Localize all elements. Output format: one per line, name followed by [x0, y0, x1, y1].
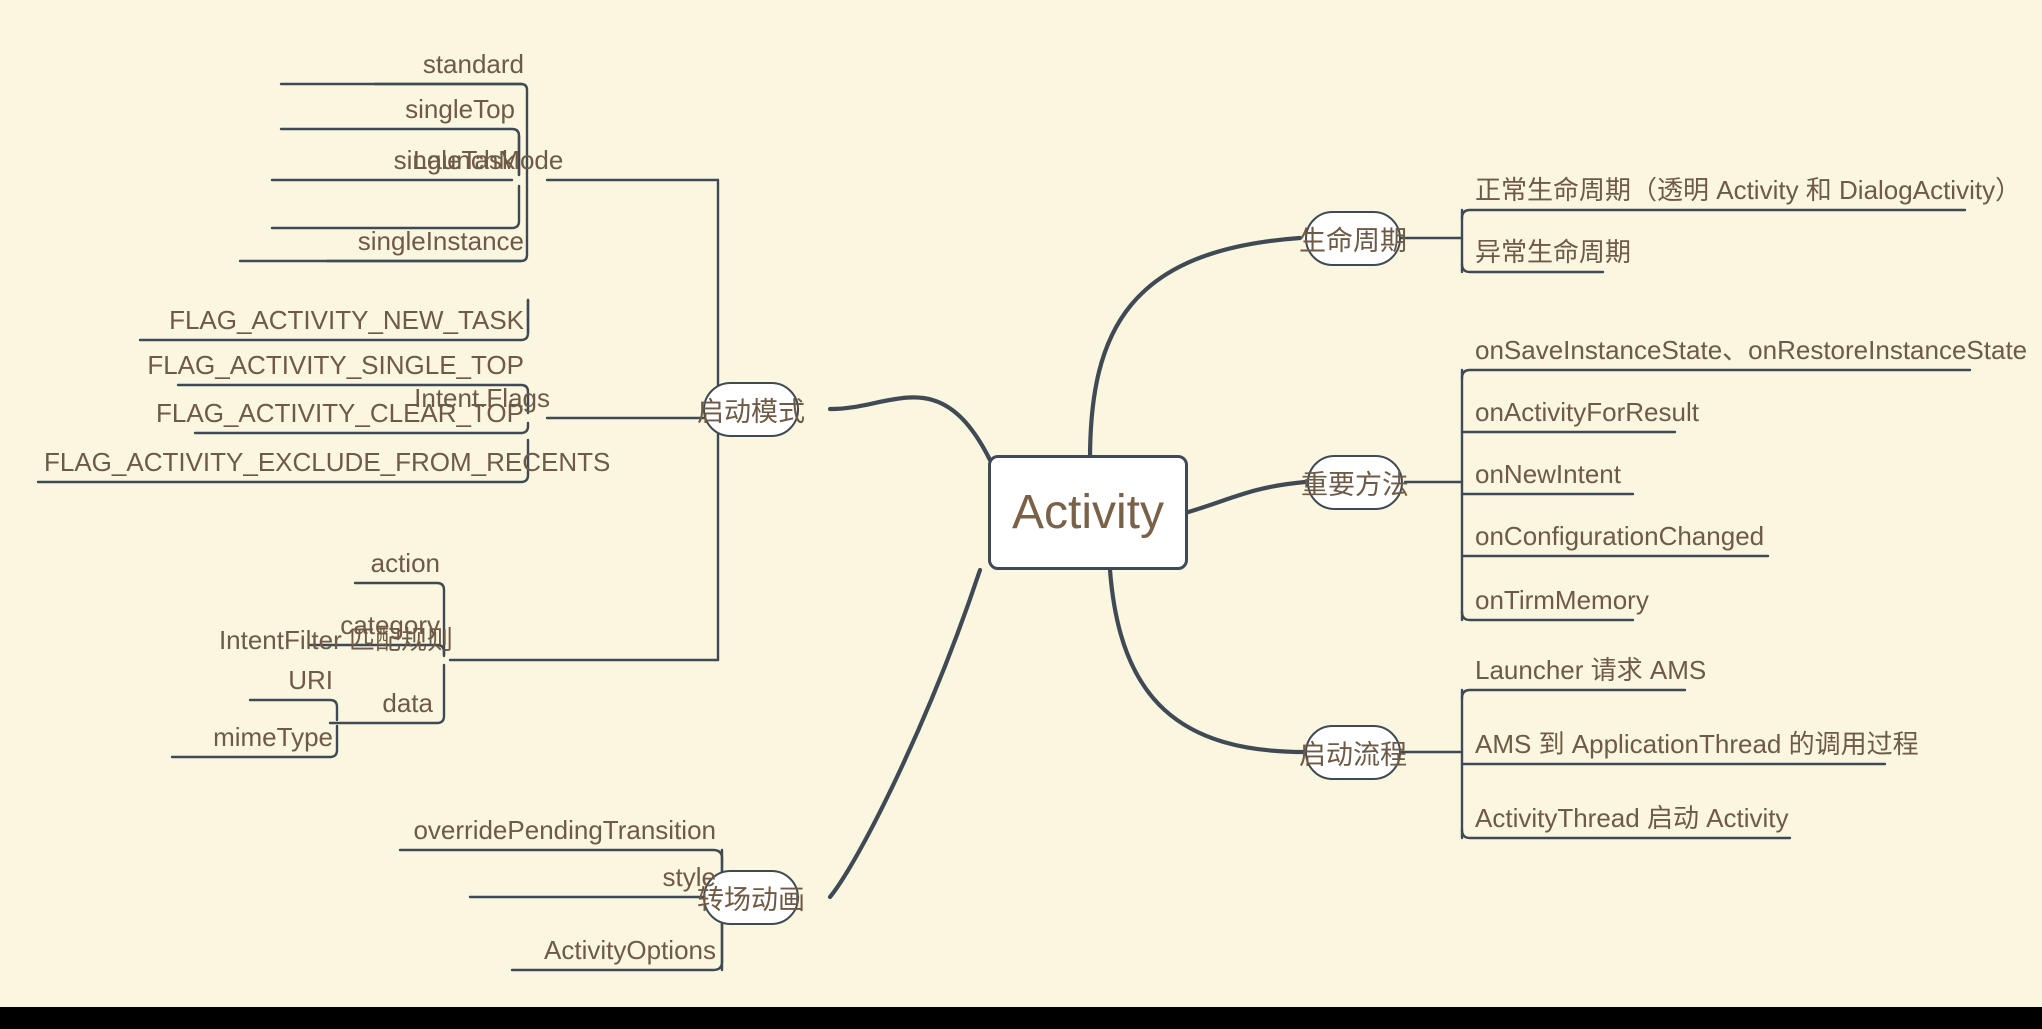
leaf-style-label: style — [662, 862, 716, 892]
leaf-on-new-intent-label: onNewIntent — [1475, 459, 1621, 489]
leaf-on-configuration-changed[interactable]: onConfigurationChanged — [1472, 523, 1908, 554]
root-node-label: Activity — [1011, 486, 1164, 539]
leaf-activitythread-start-activity-label: ActivityThread 启动 Activity — [1475, 803, 1789, 833]
branch-node-startup-flow[interactable]: 启动流程 — [1299, 725, 1407, 780]
leaf-uri-label: URI — [288, 665, 333, 695]
leaf-mimetype[interactable]: mimeType — [50, 724, 336, 755]
leaf-launcher-request-ams-label: Launcher 请求 AMS — [1475, 655, 1707, 685]
leaf-standard[interactable]: standard — [221, 51, 527, 82]
leaf-mimetype-label: mimeType — [213, 722, 333, 752]
leaf-data-label: data — [382, 688, 433, 718]
leaf-flag-new-task-label: FLAG_ACTIVITY_NEW_TASK — [169, 305, 524, 335]
leaf-on-trim-memory-label: onTirmMemory — [1475, 585, 1649, 615]
leaf-ams-to-applicationthread-label: AMS 到 ApplicationThread 的调用过程 — [1475, 729, 1919, 759]
leaf-on-new-intent[interactable]: onNewIntent — [1472, 461, 1908, 492]
leaf-abnormal-lifecycle[interactable]: 异常生命周期 — [1472, 239, 1998, 270]
leaf-on-activity-for-result[interactable]: onActivityForResult — [1472, 399, 1908, 430]
root-node-activity[interactable]: Activity — [988, 455, 1188, 570]
leaf-singletask-label: singleTask — [393, 145, 515, 175]
leaf-singleinstance[interactable]: singleInstance — [221, 228, 527, 259]
sub-branch-intent-flags[interactable]: Intent.Flags — [410, 385, 553, 416]
branch-node-launch-mode[interactable]: 启动模式 — [697, 382, 805, 437]
leaf-normal-lifecycle-label: 正常生命周期（透明 Activity 和 DialogActivity） — [1475, 175, 2022, 205]
leaf-flag-single-top[interactable]: FLAG_ACTIVITY_SINGLE_TOP — [141, 352, 527, 383]
leaf-abnormal-lifecycle-label: 异常生命周期 — [1475, 237, 1632, 267]
leaf-flag-clear-top-label: FLAG_ACTIVITY_CLEAR_TOP — [156, 398, 524, 428]
leaf-activity-options-label: ActivityOptions — [544, 935, 716, 965]
leaf-on-activity-for-result-label: onActivityForResult — [1475, 397, 1699, 427]
sub-branch-launchmode[interactable]: LaunchMode — [410, 147, 563, 178]
branch-node-transition[interactable]: 转场动画 — [697, 870, 805, 925]
leaf-normal-lifecycle[interactable]: 正常生命周期（透明 Activity 和 DialogActivity） — [1472, 177, 2021, 208]
leaf-flag-clear-top[interactable]: FLAG_ACTIVITY_CLEAR_TOP — [141, 400, 527, 431]
leaf-action[interactable]: action — [137, 550, 443, 581]
leaf-singletop[interactable]: singleTop — [212, 96, 518, 127]
leaf-on-save-restore-instance-state-label: onSaveInstanceState、onRestoreInstanceSta… — [1475, 335, 2028, 365]
leaf-activity-options[interactable]: ActivityOptions — [303, 937, 719, 968]
leaf-uri[interactable]: URI — [50, 667, 336, 698]
leaf-singleinstance-label: singleInstance — [357, 226, 524, 256]
sub-branch-intentfilter-label: IntentFilter 匹配规则 — [218, 625, 453, 655]
branch-node-transition-label: 转场动画 — [697, 885, 805, 915]
leaf-flag-exclude-from-recents-label: FLAG_ACTIVITY_EXCLUDE_FROM_RECENTS — [44, 447, 611, 477]
leaf-flag-new-task[interactable]: FLAG_ACTIVITY_NEW_TASK — [141, 307, 527, 338]
leaf-activitythread-start-activity[interactable]: ActivityThread 启动 Activity — [1472, 805, 1948, 836]
branch-node-important-methods-label: 重要方法 — [1301, 470, 1409, 500]
leaf-singletask[interactable]: singleTask — [212, 147, 518, 178]
sub-branch-launchmode-label: LaunchMode — [413, 145, 564, 175]
leaf-on-save-restore-instance-state[interactable]: onSaveInstanceState、onRestoreInstanceSta… — [1472, 337, 2027, 368]
sub-branch-intent-flags-label: Intent.Flags — [414, 383, 550, 413]
branch-node-important-methods[interactable]: 重要方法 — [1301, 455, 1409, 510]
leaf-flag-single-top-label: FLAG_ACTIVITY_SINGLE_TOP — [147, 350, 524, 380]
leaf-launcher-request-ams[interactable]: Launcher 请求 AMS — [1472, 657, 1948, 688]
leaf-data[interactable]: data — [137, 690, 436, 721]
leaf-override-pending-transition[interactable]: overridePendingTransition — [303, 817, 719, 848]
leaf-flag-exclude-from-recents[interactable]: FLAG_ACTIVITY_EXCLUDE_FROM_RECENTS — [41, 449, 610, 480]
leaf-singletop-label: singleTop — [405, 94, 515, 124]
branch-node-lifecycle-label: 生命周期 — [1299, 226, 1407, 256]
sub-branch-intentfilter[interactable]: IntentFilter 匹配规则 — [180, 627, 456, 658]
leaf-category-label: category — [340, 610, 440, 640]
leaf-ams-to-applicationthread[interactable]: AMS 到 ApplicationThread 的调用过程 — [1472, 731, 1948, 762]
leaf-action-label: action — [370, 548, 440, 578]
branch-node-lifecycle[interactable]: 生命周期 — [1299, 211, 1407, 266]
bottom-letterbox-bar — [0, 1007, 2042, 1029]
branch-node-launch-mode-label: 启动模式 — [697, 397, 805, 427]
leaf-on-trim-memory[interactable]: onTirmMemory — [1472, 587, 1908, 618]
leaf-override-pending-transition-label: overridePendingTransition — [413, 815, 716, 845]
leaf-standard-label: standard — [422, 49, 524, 79]
leaf-on-configuration-changed-label: onConfigurationChanged — [1475, 521, 1765, 551]
branch-node-startup-flow-label: 启动流程 — [1299, 740, 1407, 770]
leaf-style[interactable]: style — [303, 864, 719, 895]
leaf-category[interactable]: category — [137, 612, 443, 643]
